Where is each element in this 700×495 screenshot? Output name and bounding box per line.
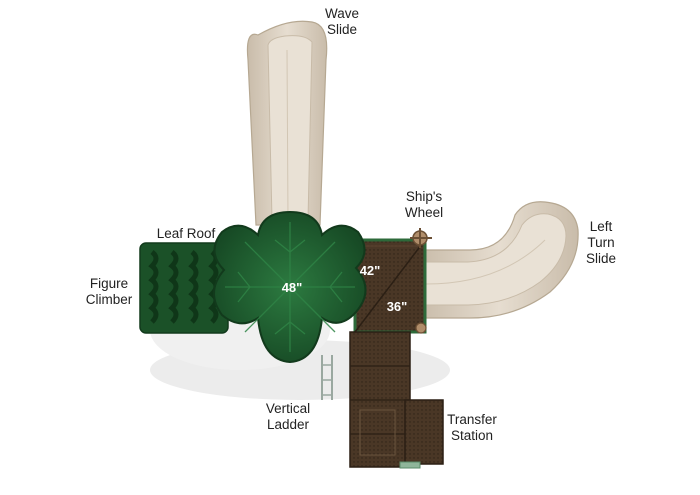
callout-left-turn-slide: Left Turn Slide [585, 219, 617, 266]
callout-leaf-roof: Leaf Roof [156, 226, 216, 241]
transfer-station [359, 399, 444, 469]
callout-figure-climber: Figure Climber [85, 276, 133, 307]
height-label-lower-deck: 36" [387, 299, 408, 314]
callout-vertical-ladder: Vertical Ladder [265, 401, 311, 432]
callout-transfer-station: Transfer Station [447, 412, 497, 443]
callout-ships-wheel: Ship's Wheel [404, 189, 444, 220]
ships-wheel-icon [410, 228, 432, 334]
callout-wave-slide: Wave Slide [324, 6, 359, 37]
height-label-roof-deck: 48" [282, 280, 303, 295]
wave-slide [246, 20, 328, 226]
lower-deck-stack [349, 331, 411, 468]
deck-platform [353, 238, 427, 334]
height-label-upper-deck: 42" [360, 263, 381, 278]
left-turn-slide [419, 201, 579, 319]
leaf-roof-icon [213, 210, 367, 364]
vertical-ladder [321, 355, 333, 400]
